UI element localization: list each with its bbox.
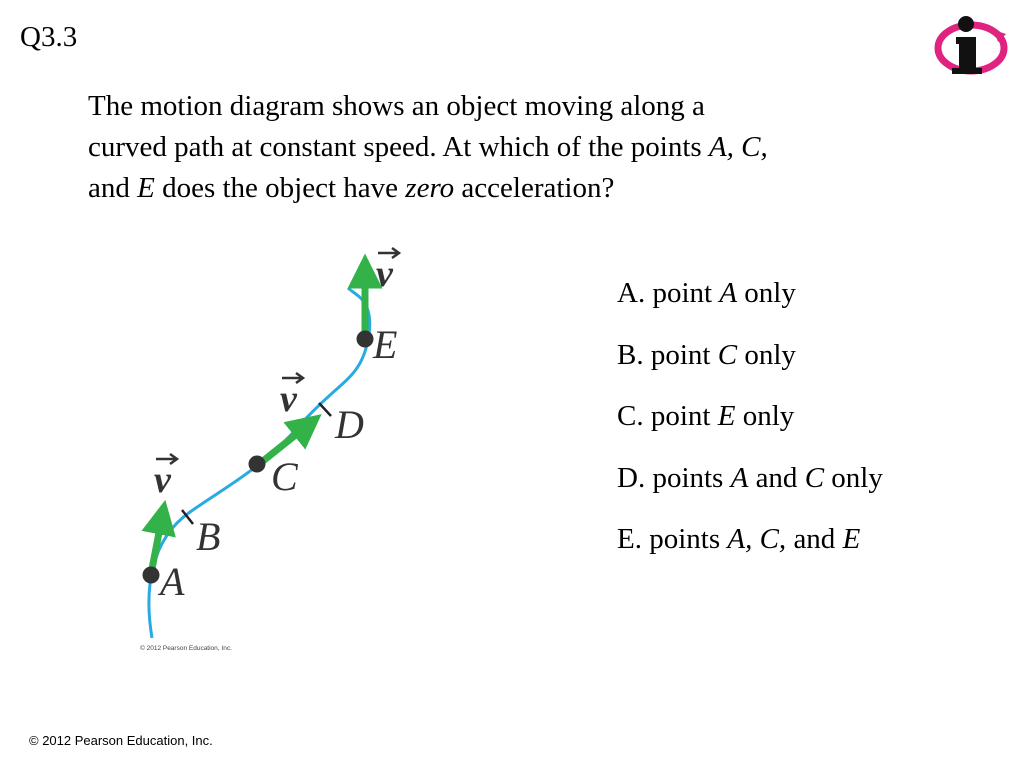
tick-d: [318, 402, 332, 417]
answer-choices: A. point A only B. point C only C. point…: [617, 274, 883, 582]
copyright-footer: © 2012 Pearson Education, Inc.: [29, 733, 213, 748]
italic-run: zero: [405, 172, 455, 204]
velocity-symbol: v: [154, 459, 172, 501]
tick-b: [181, 509, 194, 525]
italic-run: E: [717, 400, 736, 432]
text-run: only: [824, 461, 883, 494]
text-run: B. point: [617, 338, 718, 371]
point-a-dot: [142, 566, 160, 584]
point-e-dot: [356, 330, 374, 348]
vector-arrow-icon: [282, 371, 306, 385]
choice-a[interactable]: A. point A only: [617, 274, 883, 312]
italic-run: E: [842, 523, 861, 555]
italic-run: A: [719, 277, 738, 309]
text-run: only: [735, 400, 795, 432]
text-run: E. points: [617, 523, 728, 555]
text-run: D. points: [617, 461, 731, 494]
vector-arrow-icon: [378, 246, 402, 260]
text-run: A. point: [617, 277, 720, 309]
text-run: C. point: [617, 400, 718, 432]
velocity-symbol: v: [280, 378, 298, 420]
text-run: and: [786, 523, 843, 555]
italic-run: C: [804, 461, 825, 494]
point-c-dot: [248, 455, 266, 473]
velocity-label-1: v: [154, 452, 180, 501]
text-run: only: [737, 338, 796, 371]
choice-c[interactable]: C. point E only: [617, 397, 883, 435]
question-text: The motion diagram shows an object movin…: [88, 86, 928, 209]
italic-run: A, C,: [727, 523, 787, 555]
italic-run: A: [730, 461, 749, 494]
text-run: and: [748, 461, 805, 494]
text-run: does the object have: [154, 172, 406, 204]
point-label-a: A: [157, 559, 185, 604]
point-label-d: D: [334, 402, 364, 447]
point-label-c: C: [271, 454, 299, 499]
diagram-credit: © 2012 Pearson Education, Inc.: [140, 644, 232, 652]
motion-diagram: A B C D E v v v © 2012 Pearson Education…: [140, 246, 402, 652]
question-line: and E does the object have zero accelera…: [88, 168, 928, 209]
choice-d[interactable]: D. points A and C only: [617, 459, 883, 497]
point-label-b: B: [196, 514, 220, 559]
velocity-arrow-c: [255, 414, 322, 468]
text-run: curved path at constant speed. At which …: [88, 131, 709, 163]
velocity-arrow-a: [141, 499, 176, 575]
question-line: curved path at constant speed. At which …: [88, 127, 928, 168]
vector-arrow-icon: [156, 452, 180, 466]
text-run: acceleration?: [454, 172, 615, 204]
velocity-label-2: v: [280, 371, 306, 420]
velocity-label-3: v: [376, 246, 402, 295]
question-line: The motion diagram shows an object movin…: [88, 86, 928, 127]
text-run: and: [88, 172, 138, 204]
italic-run: C: [717, 338, 738, 371]
choice-e[interactable]: E. points A, C, and E: [617, 520, 883, 558]
text-run: only: [737, 277, 796, 309]
slide-number: Q3.3: [20, 21, 78, 53]
text-run: The motion diagram shows an object movin…: [88, 90, 705, 122]
italic-run: E: [137, 172, 155, 204]
italic-run: A, C,: [708, 131, 768, 163]
velocity-symbol: v: [376, 253, 394, 295]
choice-b[interactable]: B. point C only: [617, 336, 883, 374]
point-label-e: E: [372, 322, 397, 367]
clicker-info-icon: [934, 16, 1008, 75]
